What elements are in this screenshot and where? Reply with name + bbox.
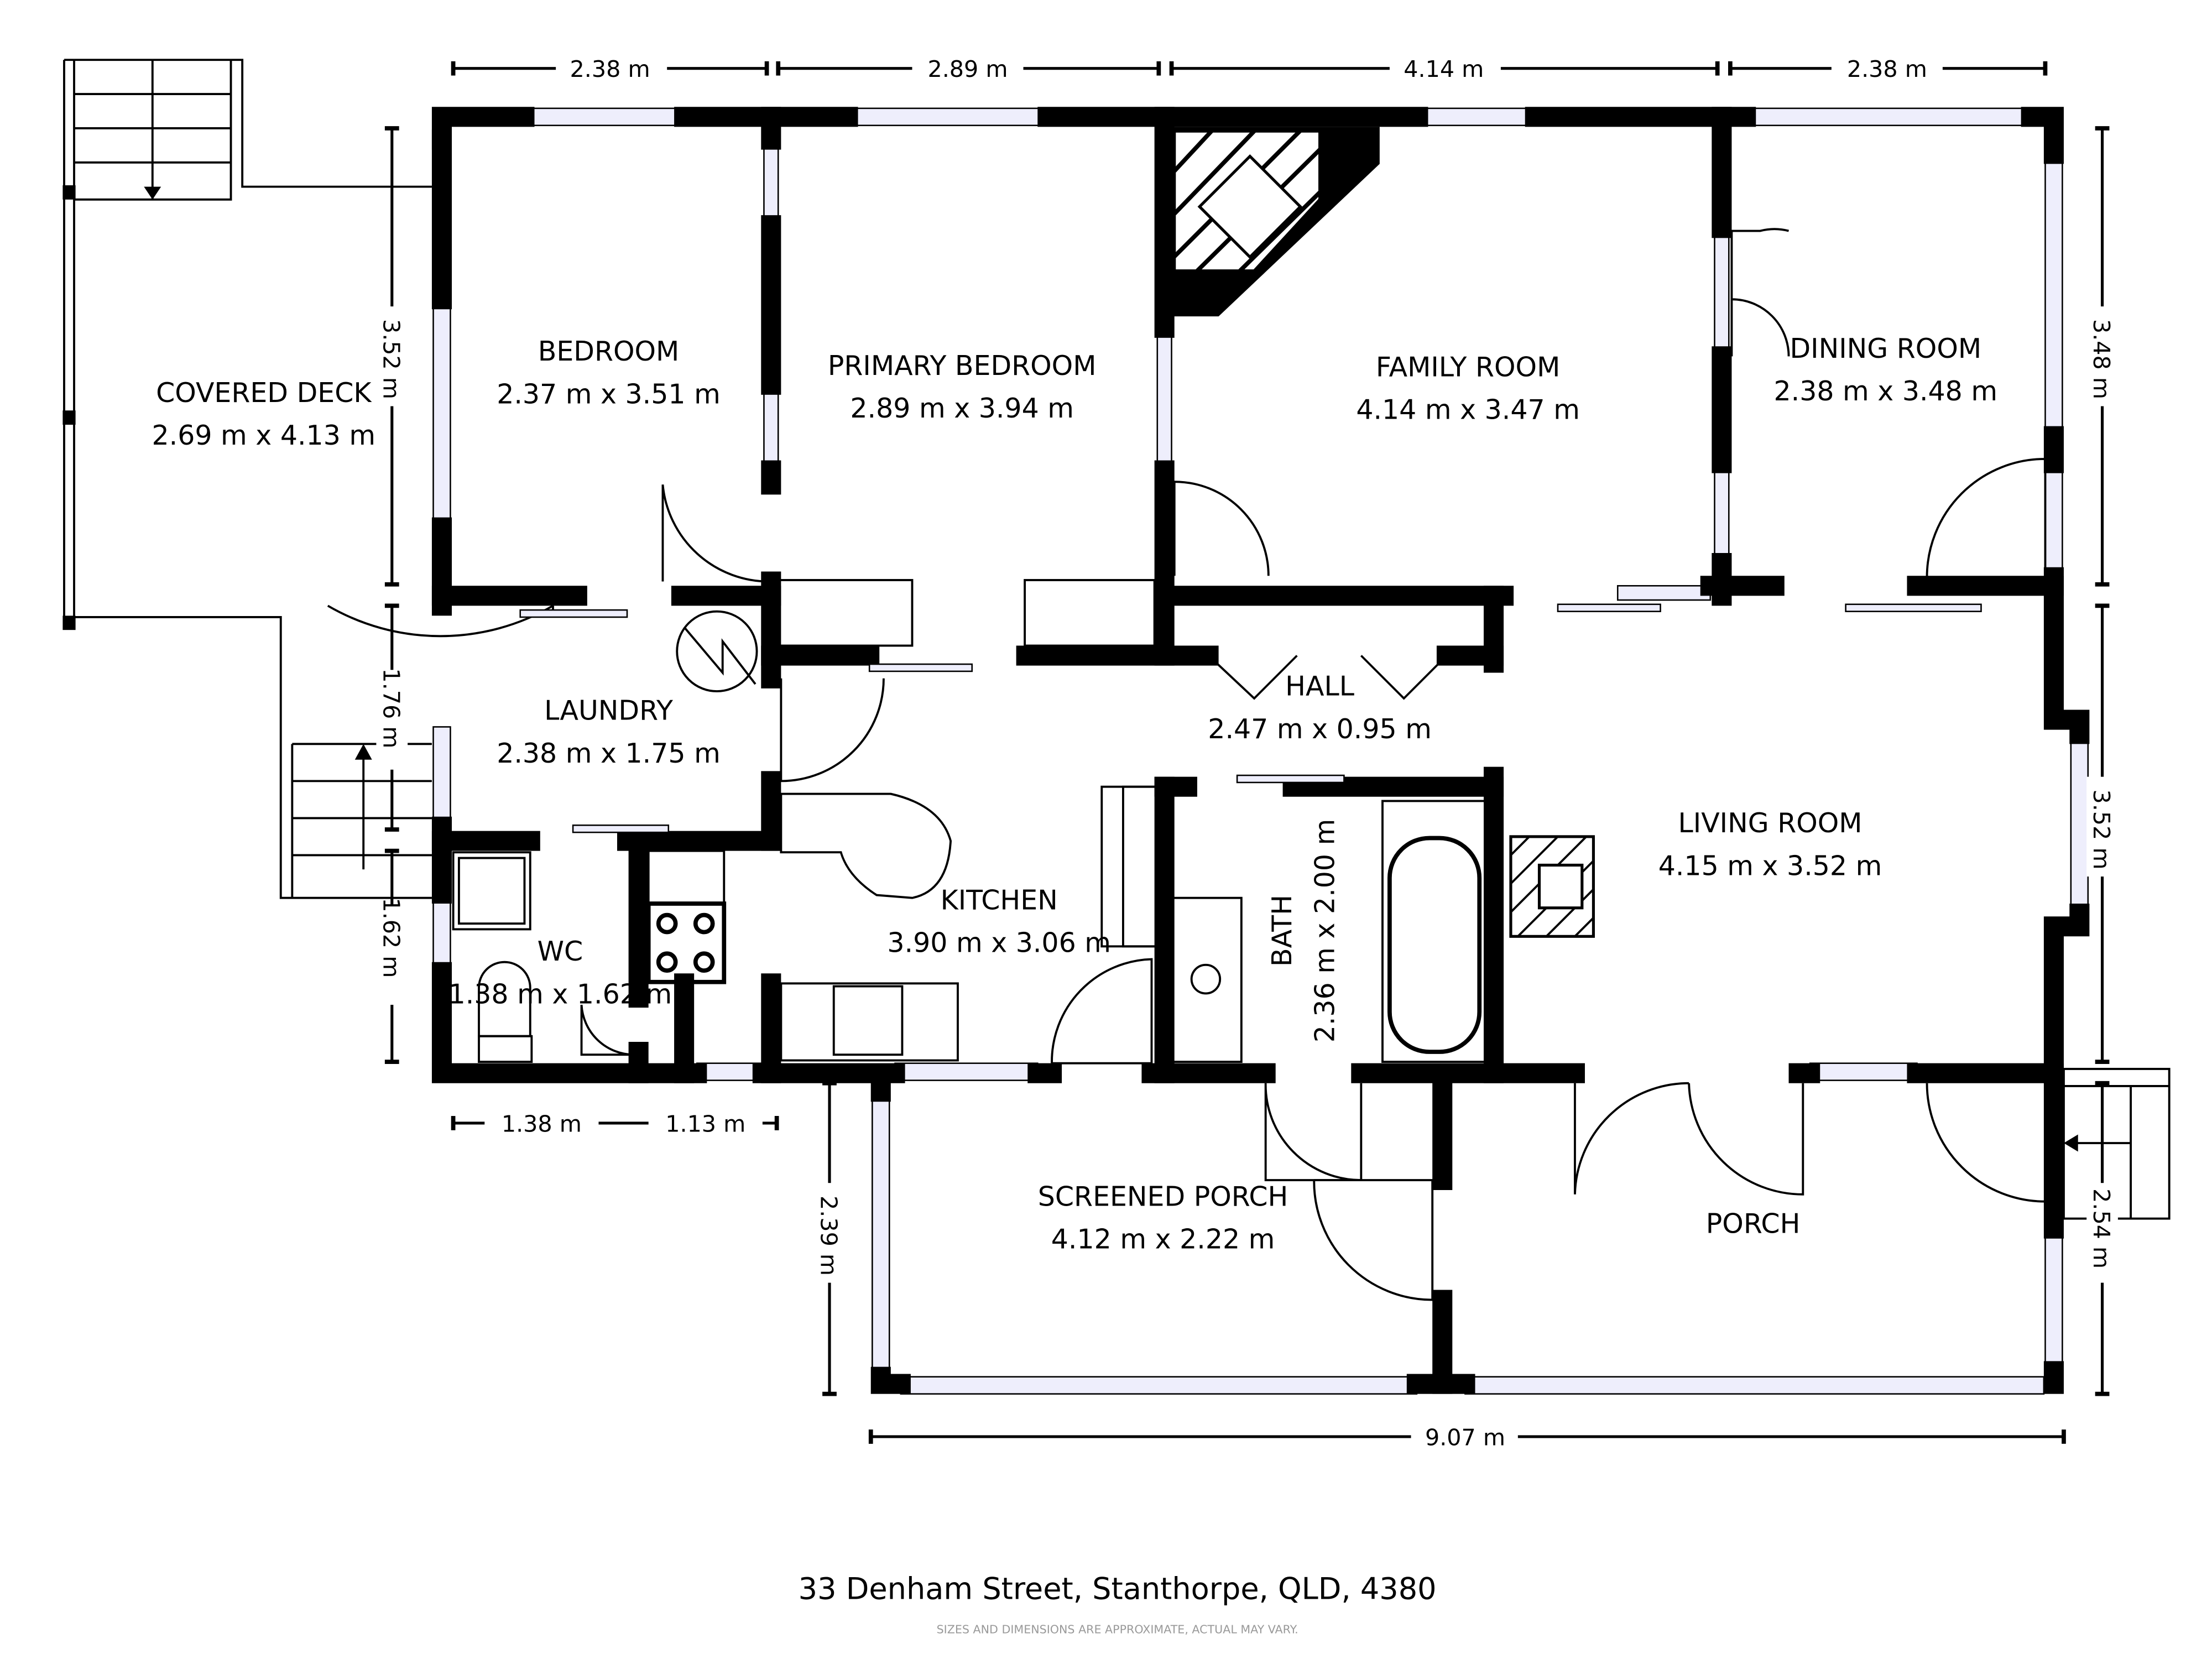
dim-left-3: 1.62 m [378, 898, 404, 978]
screened-porch-size: 4.12 m x 2.22 m [1051, 1224, 1275, 1255]
dim-bottom-left-1: 1.38 m [502, 1110, 582, 1137]
dim-top-1: 2.38 m [570, 56, 650, 82]
kitchen-size: 3.90 m x 3.06 m [887, 927, 1111, 959]
covered-deck-name: COVERED DECK [156, 377, 372, 409]
bath-name: BATH [1266, 895, 1298, 967]
dim-right-1: 3.48 m [2088, 319, 2115, 399]
laundry-size: 2.38 m x 1.75 m [497, 738, 721, 769]
dimension-labels: 2.38 m 2.89 m 4.14 m 2.38 m 3.52 m 1.76 … [376, 54, 2118, 1451]
bath-size: 2.36 m x 2.00 m [1309, 819, 1340, 1043]
hall-size: 2.47 m x 0.95 m [1208, 713, 1432, 745]
dim-top-3: 4.14 m [1404, 56, 1484, 82]
fixtures [452, 579, 1486, 1063]
wc-size: 1.38 m x 1.62 m [448, 978, 672, 1010]
porch-name: PORCH [1706, 1208, 1801, 1239]
primary-bedroom-name: PRIMARY BEDROOM [828, 350, 1097, 382]
dining-room-size: 2.38 m x 3.48 m [1773, 375, 1997, 407]
dim-right-2: 3.52 m [2088, 789, 2115, 869]
living-fireplace-icon [1509, 835, 1595, 938]
covered-deck-outline [62, 59, 432, 899]
room-labels: COVERED DECK 2.69 m x 4.13 m BEDROOM 2.3… [152, 333, 1998, 1255]
dim-top-4: 2.38 m [1847, 56, 1927, 82]
family-room-name: FAMILY ROOM [1376, 351, 1560, 383]
bedroom-name: BEDROOM [538, 336, 680, 367]
dim-left-2: 1.76 m [378, 668, 404, 748]
disclaimer: SIZES AND DIMENSIONS ARE APPROXIMATE, AC… [937, 1623, 1298, 1636]
wc-name: WC [538, 936, 583, 967]
living-room-name: LIVING ROOM [1678, 807, 1862, 839]
doors [327, 228, 2047, 1301]
dim-porch-left: 2.39 m [816, 1196, 842, 1276]
bedroom-size: 2.37 m x 3.51 m [497, 378, 721, 410]
screened-porch-name: SCREENED PORCH [1038, 1181, 1288, 1212]
dim-top-2: 2.89 m [927, 56, 1008, 82]
walls [431, 107, 2090, 1394]
hall-name: HALL [1285, 671, 1355, 702]
dim-bottom: 9.07 m [1425, 1424, 1505, 1451]
dim-bottom-left-2: 1.13 m [665, 1110, 745, 1137]
address: 33 Denham Street, Stanthorpe, QLD, 4380 [799, 1572, 1437, 1606]
dim-right-3: 2.54 m [2088, 1188, 2115, 1269]
covered-deck-size: 2.69 m x 4.13 m [152, 420, 376, 451]
primary-bedroom-size: 2.89 m x 3.94 m [850, 393, 1074, 424]
fireplace-icon [1164, 127, 1380, 317]
dining-room-name: DINING ROOM [1790, 333, 1981, 364]
living-room-size: 4.15 m x 3.52 m [1658, 850, 1882, 881]
laundry-name: LAUNDRY [544, 695, 673, 727]
dim-left-1: 3.52 m [378, 319, 404, 399]
family-room-size: 4.14 m x 3.47 m [1356, 394, 1580, 426]
kitchen-name: KITCHEN [941, 884, 1058, 916]
